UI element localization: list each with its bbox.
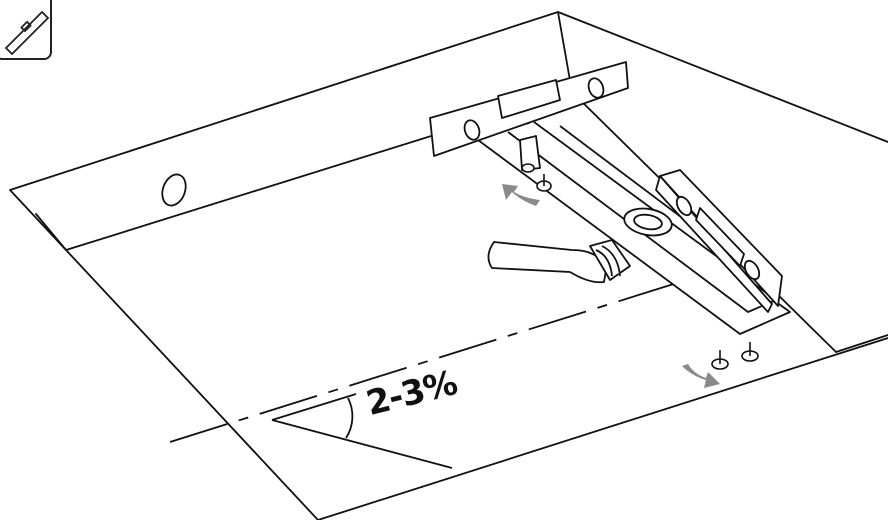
curved-arrow-icon (502, 184, 720, 388)
spirit-level-icon (4, 10, 50, 56)
level-bracket-back (429, 61, 629, 171)
floor-front-edge (835, 334, 888, 353)
slope-reference-line (169, 281, 681, 443)
floor-bottom-edge (317, 337, 888, 520)
wall-vertical-left (35, 213, 67, 251)
spirit-level-icon-box (0, 0, 52, 60)
wall-opening (161, 173, 187, 207)
drain-pipe (487, 239, 631, 284)
level-bracket-front (655, 169, 783, 313)
slope-triangle (271, 393, 453, 469)
adjustable-feet (521, 163, 759, 370)
